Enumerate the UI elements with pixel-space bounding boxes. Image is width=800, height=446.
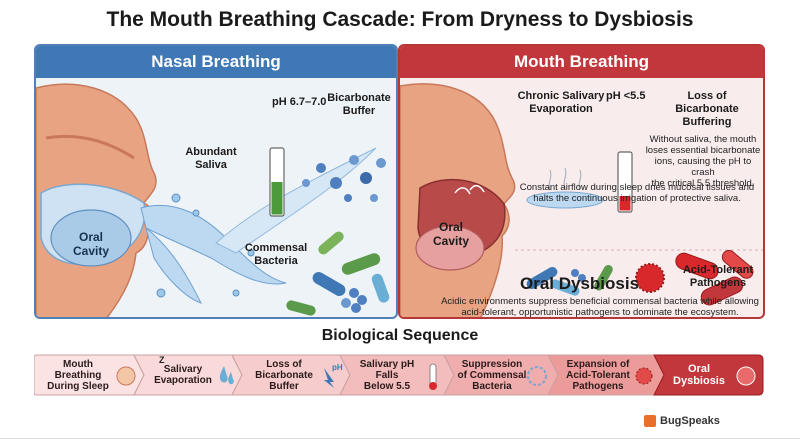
mouth-ph-label: pH <5.5 — [606, 90, 646, 102]
brand-logo-icon — [644, 415, 656, 427]
nasal-breathing-panel: Nasal Breathing pH 6.7–7.0 — [34, 44, 398, 319]
pathogen-icon — [635, 367, 653, 385]
airflow-description: Constant airflow during sleep dries muco… — [519, 182, 755, 204]
brand-name: BugSpeaks — [660, 415, 720, 427]
mouth-panel-header: Mouth Breathing — [400, 46, 763, 78]
arrow-down-icon — [324, 368, 334, 388]
bacteria-ring-icon — [527, 366, 547, 386]
page-title: The Mouth Breathing Cascade: From Drynes… — [106, 8, 694, 31]
nasal-illustration — [36, 83, 390, 317]
ph-icon-text: pH — [332, 363, 343, 372]
nasal-panel-header: Nasal Breathing — [36, 46, 396, 78]
oral-dysbiosis-label: Oral Dysbiosis — [520, 274, 640, 293]
dysbiosis-icon — [736, 366, 756, 386]
step-shape-7 — [653, 354, 764, 396]
sleep-z-icon: Z — [159, 355, 165, 365]
mouth-illustration — [400, 83, 763, 317]
sleep-face-icon — [116, 366, 136, 386]
sequence-title: Biological Sequence — [321, 327, 479, 344]
step-shape-1 — [34, 354, 145, 396]
sequence-chevrons — [34, 354, 764, 396]
footer-divider — [0, 438, 800, 439]
nasal-ph-label: pH 6.7–7.0 — [272, 96, 327, 108]
dysbiosis-description: Acidic environments suppress beneficial … — [441, 296, 759, 318]
water-drops-icon — [219, 366, 234, 385]
